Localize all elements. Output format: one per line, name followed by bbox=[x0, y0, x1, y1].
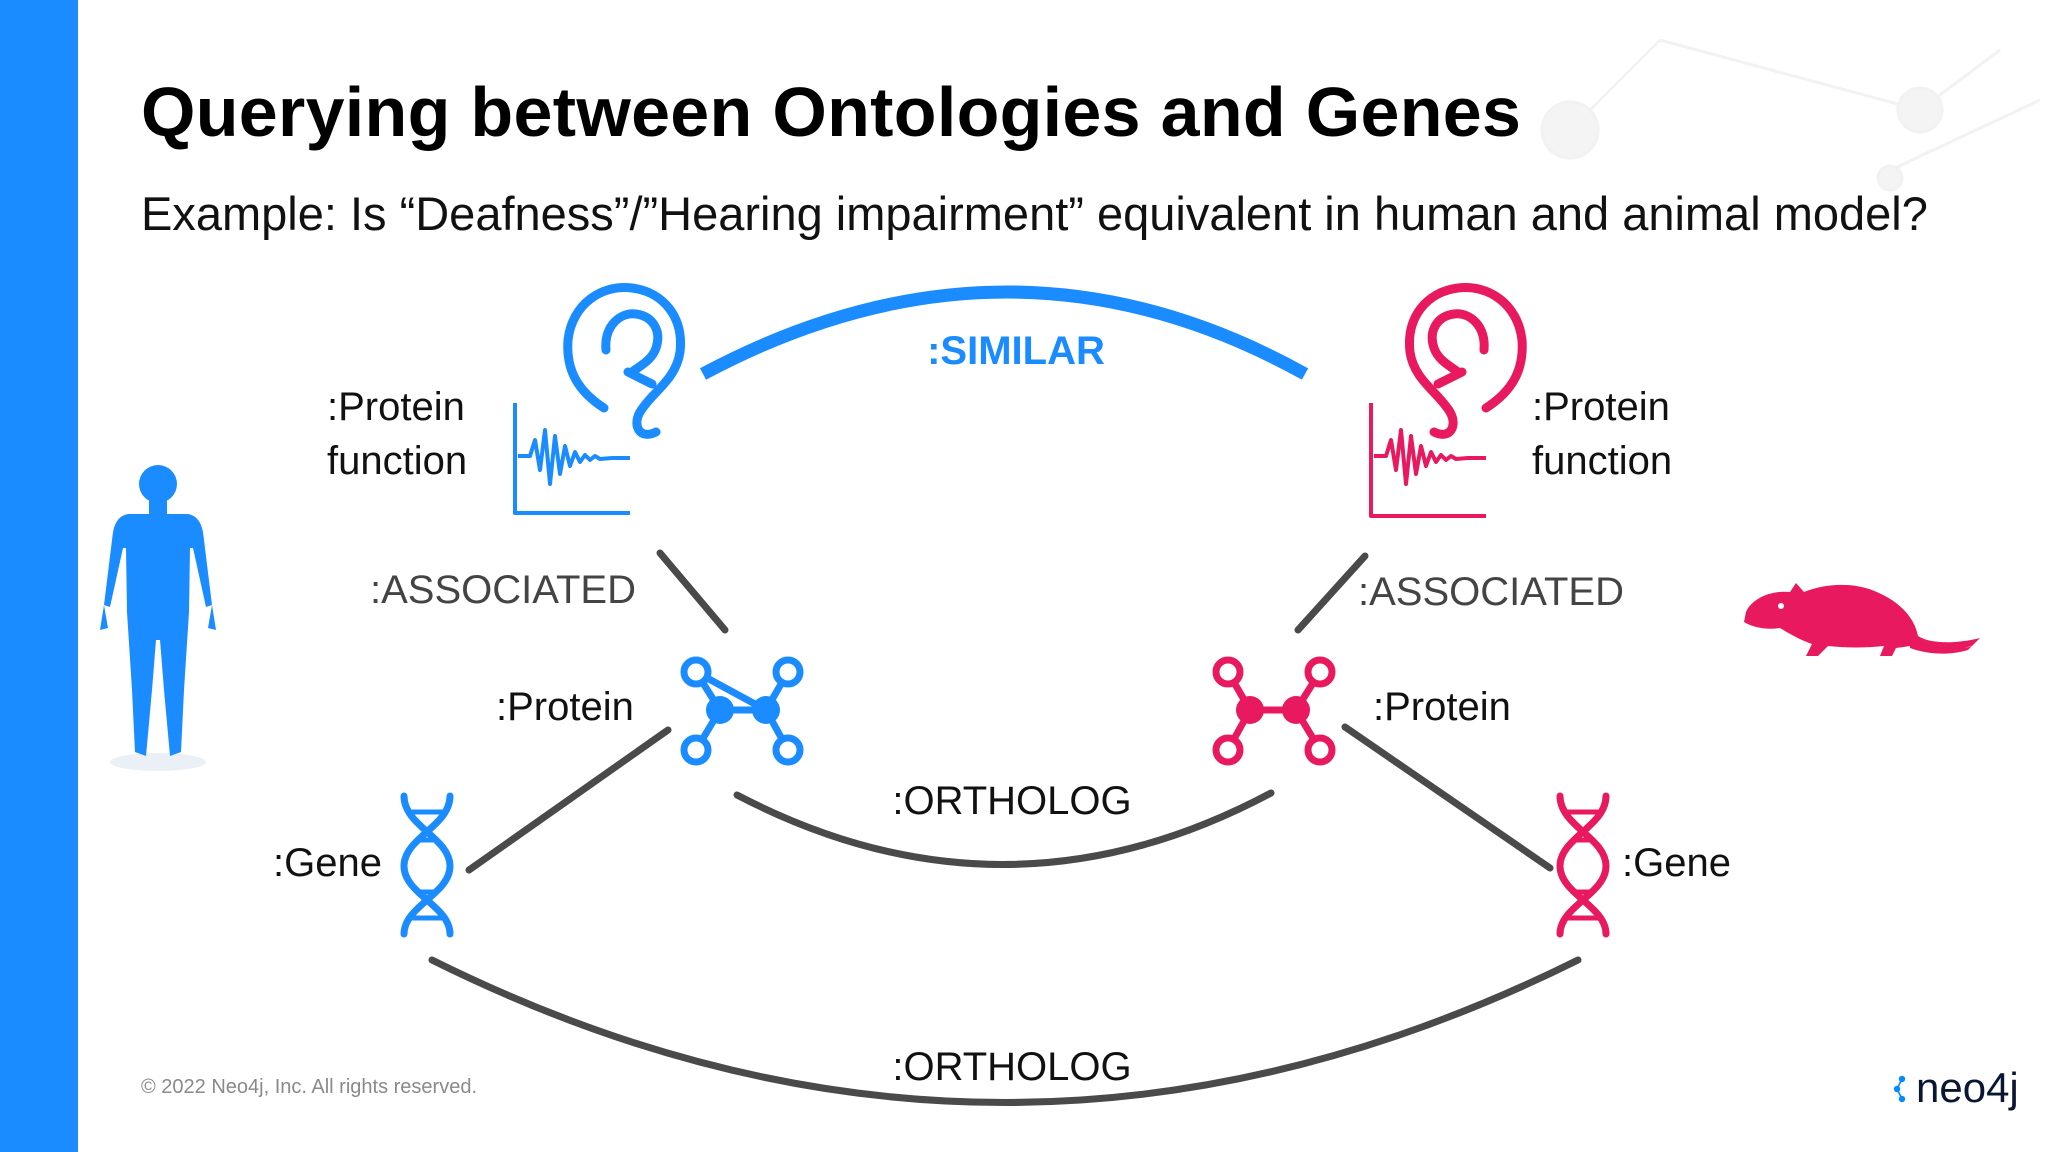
similar-label: :SIMILAR bbox=[927, 329, 1105, 373]
ear-icon-right bbox=[1405, 283, 1527, 439]
human-figure-icon bbox=[100, 465, 216, 771]
left-accent-bar bbox=[0, 0, 78, 1152]
background-network-decoration bbox=[1540, 38, 2041, 192]
neo4j-logo-dots-icon bbox=[1893, 1075, 1906, 1103]
encodes-edge-right bbox=[1341, 723, 1554, 872]
ortholog-gene-label: :ORTHOLOG bbox=[892, 1045, 1131, 1089]
ear-icon-left bbox=[563, 283, 685, 439]
associated-edge-right bbox=[1294, 552, 1369, 634]
molecule-icon-right bbox=[1212, 656, 1336, 766]
neo4j-logo-text: neo4j bbox=[1916, 1064, 2019, 1111]
copyright-notice: © 2022 Neo4j, Inc. All rights reserved. bbox=[141, 1076, 478, 1098]
ortholog-protein-label: :ORTHOLOG bbox=[892, 779, 1131, 823]
protein-function-label-right-line1: :Protein bbox=[1532, 385, 1670, 429]
gene-label-right: :Gene bbox=[1622, 841, 1731, 885]
waveform-icon-right bbox=[1369, 403, 1486, 518]
waveform-icon-left bbox=[513, 403, 630, 515]
associated-edge-left bbox=[656, 549, 729, 634]
protein-function-label-left-line2: function bbox=[327, 439, 467, 483]
molecule-icon-left bbox=[680, 656, 804, 766]
similar-edge bbox=[699, 285, 1309, 380]
slide-subtitle: Example: Is “Deafness”/”Hearing impairme… bbox=[141, 187, 1928, 240]
associated-label-right: :ASSOCIATED bbox=[1358, 570, 1624, 614]
ortholog-protein-edge bbox=[733, 789, 1275, 868]
protein-label-right: :Protein bbox=[1373, 685, 1511, 729]
rat-icon bbox=[1744, 583, 1980, 656]
ortholog-gene-edge bbox=[428, 956, 1582, 1106]
neo4j-logo: neo4j bbox=[1890, 1064, 2019, 1112]
protein-label-left: :Protein bbox=[496, 685, 634, 729]
protein-function-label-right-line2: function bbox=[1532, 439, 1672, 483]
protein-function-label-left-line1: :Protein bbox=[327, 385, 465, 429]
encodes-edge-left bbox=[465, 726, 672, 874]
dna-icon-right bbox=[1556, 792, 1610, 938]
gene-label-left: :Gene bbox=[273, 841, 382, 885]
associated-label-left: :ASSOCIATED bbox=[370, 568, 636, 612]
slide-title: Querying between Ontologies and Genes bbox=[141, 73, 1522, 151]
dna-icon-left bbox=[400, 792, 454, 938]
